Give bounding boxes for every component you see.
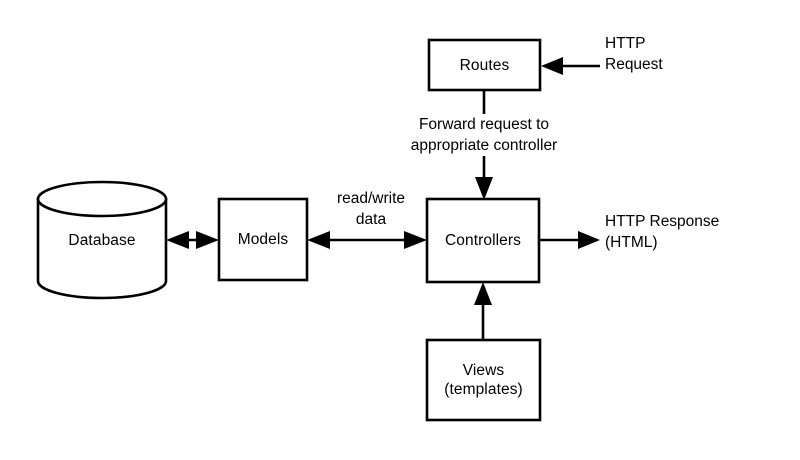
cylinder-body <box>36 197 168 300</box>
edge-controllers-to-models[interactable] <box>307 231 427 249</box>
node-routes-shape[interactable] <box>427 38 542 92</box>
edge-label-read-write-data-line2: data <box>355 211 387 228</box>
node-models-shape[interactable] <box>217 197 309 282</box>
edge-label-http-response-line1: HTTP Response <box>605 213 720 230</box>
edge-label-read-write-data-line1: read/write <box>336 190 406 207</box>
node-views-shape[interactable] <box>425 338 542 422</box>
edge-label-http-response: HTTP Response (HTML) <box>605 211 720 253</box>
edge-controllers-to-http-response[interactable] <box>539 231 600 249</box>
edge-label-forward-request-line2: appropriate controller <box>410 137 558 154</box>
edge-label-http-response-line2: (HTML) <box>605 234 658 251</box>
edge-label-http-request-line1: HTTP <box>605 35 646 52</box>
node-database-shape[interactable] <box>36 180 168 300</box>
edge-label-forward-request-line1: Forward request to <box>418 116 550 133</box>
edge-label-http-request: HTTP Request <box>605 33 663 75</box>
cylinder-top <box>36 180 168 218</box>
edge-label-forward-request: Forward request to appropriate controlle… <box>386 114 582 156</box>
edge-label-http-request-line2: Request <box>605 56 663 73</box>
edge-label-read-write-data: read/write data <box>325 188 417 230</box>
edge-views-to-controllers[interactable] <box>474 282 492 340</box>
edge-models-to-database[interactable] <box>166 231 219 249</box>
node-controllers-shape[interactable] <box>425 197 541 284</box>
edge-http-request-to-routes[interactable] <box>541 57 600 75</box>
